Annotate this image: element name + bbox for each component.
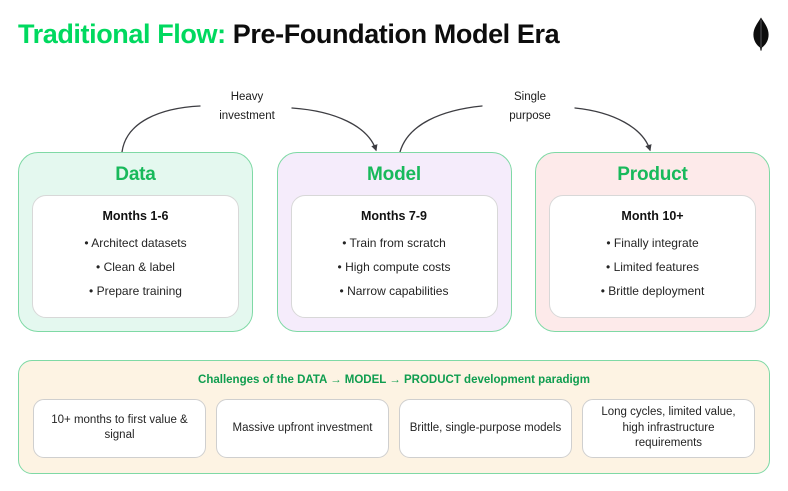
- connector-label-line-1: Single: [514, 91, 546, 103]
- stage-heading-product: Month 10+: [621, 208, 684, 223]
- list-item: • Finally integrate: [606, 235, 699, 250]
- stage-heading-model: Months 7-9: [361, 208, 427, 223]
- challenge-card[interactable]: Long cycles, limited value, high infrast…: [582, 398, 755, 459]
- stage-title-data: Data: [115, 164, 156, 185]
- page-title: Traditional Flow: Pre-Foundation Model E…: [18, 18, 560, 49]
- list-item: • Narrow capabilities: [339, 283, 449, 298]
- challenges-title: Challenges of the DATA → MODEL → PRODUCT…: [198, 374, 590, 386]
- arrow-model-to-product-head: [574, 107, 652, 152]
- list-item: • Brittle deployment: [600, 283, 705, 298]
- stage-card-model[interactable]: Model Months 7-9 • Train from scratch • …: [276, 152, 512, 332]
- arrow-data-to-model-head: [291, 107, 378, 152]
- list-item: • Prepare training: [89, 283, 182, 298]
- stage-inner-card-product: Month 10+ • Finally integrate • Limited …: [549, 194, 756, 318]
- arrow-model-to-product-tail: [399, 105, 483, 153]
- stage-list-data: • Architect datasets • Clean & label • P…: [41, 237, 230, 297]
- slide-header: Traditional Flow: Pre-Foundation Model E…: [18, 12, 770, 56]
- list-item: • Limited features: [606, 259, 699, 274]
- challenges-panel: Challenges of the DATA → MODEL → PRODUCT…: [18, 360, 770, 474]
- connector-label-heavy-investment: Heavy investment: [207, 88, 287, 126]
- stage-row: Data Months 1-6 • Architect datasets • C…: [18, 152, 770, 332]
- stage-card-data[interactable]: Data Months 1-6 • Architect datasets • C…: [18, 152, 253, 332]
- list-item: • High compute costs: [337, 259, 451, 274]
- list-item: • Architect datasets: [84, 235, 187, 250]
- mongodb-leaf-icon: [744, 17, 770, 51]
- stage-inner-card-data: Months 1-6 • Architect datasets • Clean …: [32, 194, 239, 318]
- page-title-rest: Pre-Foundation Model Era: [225, 18, 560, 49]
- stage-title-product: Product: [617, 164, 688, 185]
- challenge-card[interactable]: 10+ months to first value & signal: [33, 398, 206, 459]
- challenge-card[interactable]: Massive upfront investment: [216, 398, 389, 459]
- stage-card-product[interactable]: Product Month 10+ • Finally integrate • …: [535, 152, 770, 332]
- list-item: • Clean & label: [96, 259, 175, 274]
- challenge-card-row: 10+ months to first value & signal Massi…: [33, 398, 755, 459]
- connector-label-single-purpose: Single purpose: [490, 88, 570, 126]
- connector-label-line-1: Heavy: [230, 91, 264, 103]
- stage-title-model: Model: [367, 164, 421, 185]
- list-item: • Train from scratch: [342, 235, 446, 250]
- arrow-data-to-model-tail: [121, 105, 201, 153]
- challenge-card[interactable]: Brittle, single-purpose models: [399, 398, 572, 459]
- stage-inner-card-model: Months 7-9 • Train from scratch • High c…: [290, 194, 498, 318]
- connector-label-line-2: purpose: [509, 109, 551, 122]
- stage-list-model: • Train from scratch • High compute cost…: [300, 237, 489, 297]
- stage-heading-data: Months 1-6: [102, 208, 169, 223]
- stage-list-product: • Finally integrate • Limited features •…: [558, 237, 747, 297]
- page-title-accent: Traditional Flow:: [18, 18, 226, 49]
- connector-label-line-2: investment: [219, 109, 275, 122]
